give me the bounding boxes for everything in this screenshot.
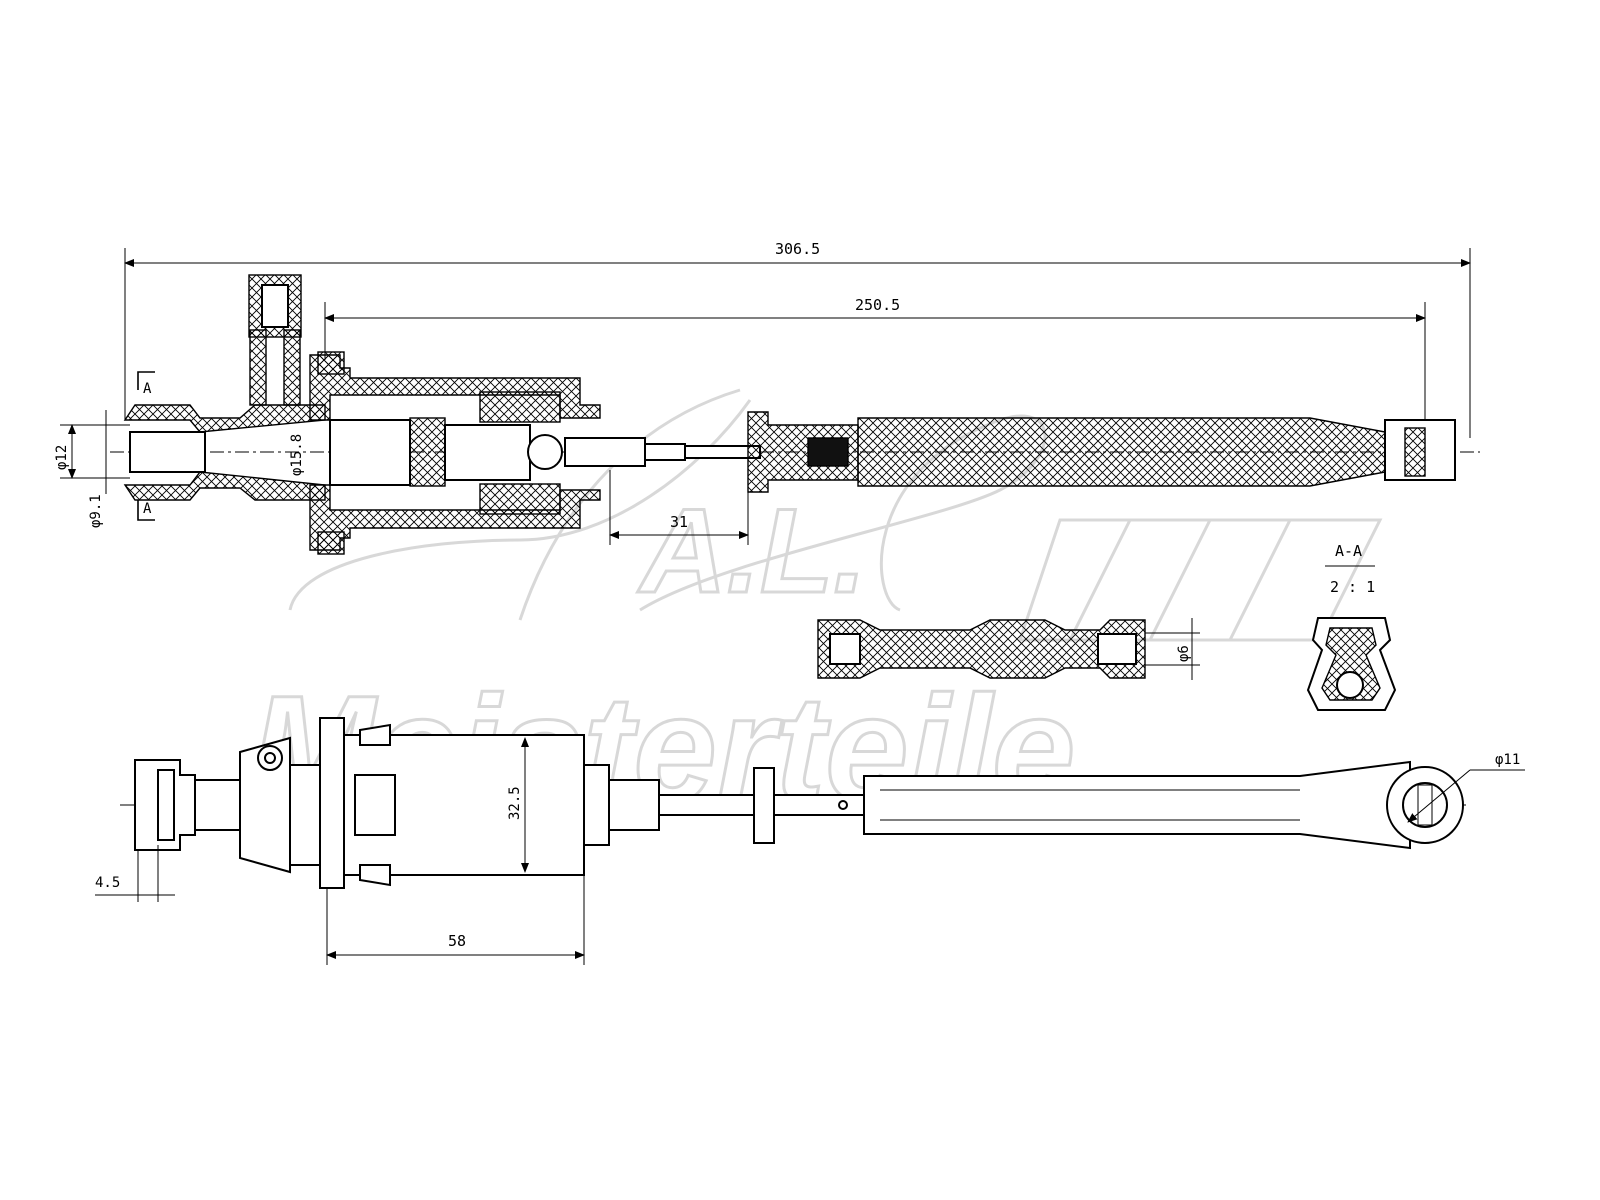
secondary-seal-top — [479, 391, 561, 423]
clevis-arm — [857, 417, 1386, 487]
connector-pin — [838, 800, 848, 810]
section-view: 306.5 250.5 φ15.8 — [54, 240, 1480, 555]
section-scale: 2 : 1 — [1330, 578, 1375, 596]
dim-outlet-dia: φ12 — [54, 445, 70, 470]
reservoir-port-hole — [264, 752, 276, 764]
boot-end-left — [829, 633, 861, 665]
pushrod-sleeve-lower — [608, 779, 660, 831]
pressure-chamber — [329, 419, 411, 486]
rod-connector-lower — [773, 794, 865, 816]
dim-rod-length: 250.5 — [855, 296, 900, 314]
outlet-fitting-groove — [157, 769, 175, 841]
dimension-leader-eye — [1407, 769, 1471, 823]
rod-collar-lower — [753, 767, 775, 844]
dim-bore-dia: φ15.8 — [289, 434, 305, 476]
body-window — [354, 774, 396, 836]
section-marker-bottom — [137, 500, 155, 521]
boot-end-right — [1097, 633, 1137, 665]
clevis-arm-lower — [863, 760, 1411, 850]
reservoir-port-body — [239, 736, 291, 874]
dust-boot-view: φ6 — [817, 618, 1200, 680]
eye-bushing — [1404, 427, 1426, 477]
outlet-upper-wall — [123, 404, 326, 433]
dust-boot — [817, 619, 1146, 679]
feed-tube-wall — [249, 329, 267, 406]
outlet-neck — [194, 779, 241, 831]
eye-slot — [1417, 784, 1433, 826]
piston — [444, 424, 531, 481]
external-view: φ11 32.5 4.5 58 — [95, 717, 1525, 965]
secondary-seal-bottom — [479, 483, 561, 515]
pushrod-lower — [658, 794, 755, 816]
pushrod-sleeve — [564, 437, 646, 467]
section-a-a: A-A 2 : 1 — [1306, 542, 1397, 711]
section-marker-top — [137, 371, 155, 390]
section-title: A-A — [1335, 542, 1362, 560]
dim-flange-offset: 4.5 — [95, 875, 120, 891]
pushrod-ball — [527, 434, 563, 470]
section-label-top: A — [143, 381, 152, 397]
dim-body-dia: 32.5 — [507, 786, 523, 820]
outlet-bore — [129, 431, 206, 473]
mounting-flange — [319, 717, 345, 889]
flange-seal-top — [317, 351, 345, 375]
dim-eye-dia: φ11 — [1495, 752, 1520, 768]
dim-body-length: 58 — [448, 932, 466, 950]
pushrod-neck — [644, 443, 686, 461]
section-pin — [1336, 671, 1364, 699]
feed-tube-wall — [283, 329, 301, 406]
dim-outlet-inner-dia: φ9.1 — [88, 494, 104, 528]
reservoir-nipple — [261, 284, 289, 328]
dim-overall-length: 306.5 — [775, 240, 820, 258]
dim-stroke: 31 — [670, 513, 688, 531]
end-cap — [583, 764, 610, 846]
body-transition — [289, 764, 321, 866]
section-label-bottom: A — [143, 501, 152, 517]
flange-seal-bottom — [317, 531, 345, 555]
lock-insert — [807, 437, 849, 467]
watermark-logo-text: A.L. — [637, 484, 867, 618]
outlet-lower-wall — [123, 471, 326, 501]
retainer-clip-top — [359, 723, 391, 746]
dim-boot-dia: φ6 — [1176, 645, 1192, 662]
retainer-clip-bottom — [359, 864, 391, 887]
primary-seal — [409, 417, 446, 487]
